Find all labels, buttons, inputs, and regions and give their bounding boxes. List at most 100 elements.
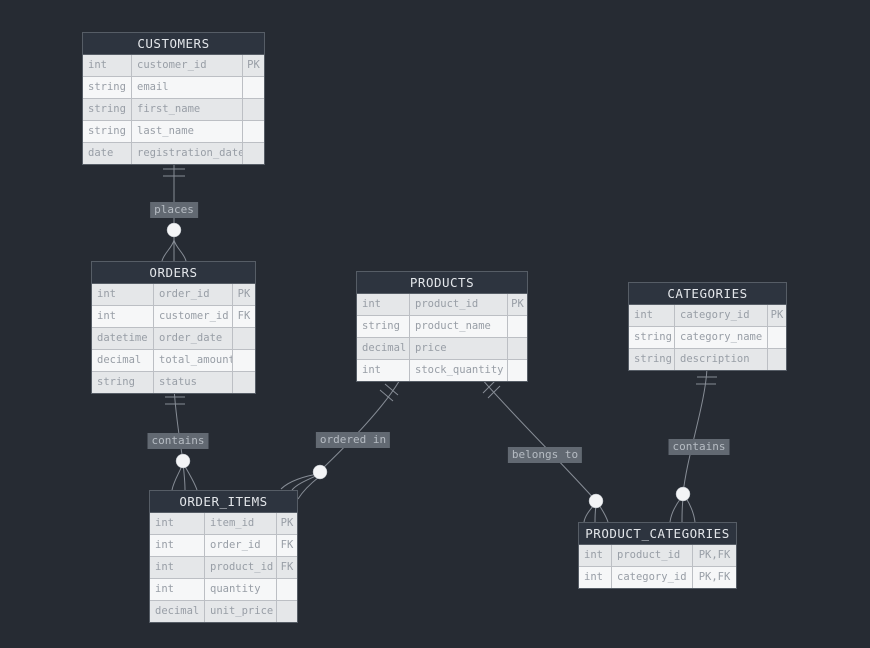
table-title[interactable]: CUSTOMERS [83,33,264,55]
one-marker-icon [696,376,717,385]
column-type-cell: string [634,331,672,343]
column-name-cell: last_name [131,121,242,142]
key-badge-cell [232,328,255,349]
column-name-cell: product_id [409,294,507,315]
column-type-cell: string [97,376,135,388]
column-type-cell: int [584,549,603,561]
table-orders[interactable]: ORDERS int order_id PK int customer_id F… [91,261,256,394]
table-row: string last_name [83,120,264,142]
column-type-cell: int [362,298,381,310]
relationship-label-contains-categories: contains [668,439,730,455]
column-name-cell: category_name [674,327,767,348]
table-title[interactable]: PRODUCT_CATEGORIES [579,523,736,545]
one-marker-icon [379,383,399,402]
table-row: string product_name [357,315,527,337]
table-row: int product_id PK,FK [579,545,736,566]
relationship-line [682,366,708,495]
table-row: string email [83,76,264,98]
column-type-cell: int [97,310,116,322]
one-marker-icon [482,380,501,399]
connector-orders-order-items [165,387,198,491]
column-type-cell: int [584,571,603,583]
column-name-cell: order_id [204,535,276,556]
relationship-label-ordered-in: ordered in [315,432,391,448]
column-name-cell: product_id [204,557,276,578]
key-badge-cell [232,372,255,393]
column-type-cell: int [88,59,107,71]
key-badge-cell: FK [276,535,297,556]
key-badge-cell [507,360,527,381]
table-title[interactable]: ORDER_ITEMS [150,491,297,513]
table-customers[interactable]: CUSTOMERS int customer_id PK string emai… [82,32,265,165]
relationship-label-contains-orders: contains [147,433,209,449]
table-row: int product_id FK [150,556,297,578]
table-products[interactable]: PRODUCTS int product_id PK string produc… [356,271,528,382]
table-row: string category_name [629,326,786,348]
key-badge-cell: FK [276,557,297,578]
table-row: int category_id PK [629,305,786,326]
table-product-categories[interactable]: PRODUCT_CATEGORIES int product_id PK,FK … [578,522,737,589]
table-title[interactable]: PRODUCTS [357,272,527,294]
column-name-cell: unit_price [204,601,276,622]
table-title[interactable]: ORDERS [92,262,255,284]
table-row: int item_id PK [150,513,297,534]
table-row: int product_id PK [357,294,527,315]
key-badge-cell [276,601,297,622]
column-type-cell: string [634,353,672,365]
one-marker-icon [163,168,185,177]
column-name-cell: price [409,338,507,359]
column-type-cell: int [362,364,381,376]
column-name-cell: category_id [674,305,767,326]
column-name-cell: product_id [611,545,692,566]
relationship-line [173,387,184,462]
column-name-cell: order_id [153,284,232,305]
column-type-cell: date [88,147,114,159]
column-type-cell: int [155,561,174,573]
table-categories[interactable]: CATEGORIES int category_id PK string cat… [628,282,787,371]
table-row: date registration_date [83,142,264,164]
connector-categories-product-categories [669,366,717,523]
column-type-cell: decimal [362,342,407,354]
junction-dot [675,486,691,502]
key-badge-cell [507,338,527,359]
column-name-cell: registration_date [131,143,242,164]
table-order-items[interactable]: ORDER_ITEMS int item_id PK int order_id … [149,490,298,623]
key-badge-cell: PK [232,284,255,305]
key-badge-cell [242,121,264,142]
key-badge-cell: PK [276,513,297,534]
key-badge-cell: PK,FK [692,545,736,566]
table-row: decimal unit_price [150,600,297,622]
key-badge-cell: PK [507,294,527,315]
relationship-label-belongs-to: belongs to [507,447,583,463]
table-row: decimal total_amount [92,349,255,371]
junction-dot [588,493,604,509]
column-type-cell: int [155,539,174,551]
table-row: int order_id FK [150,534,297,556]
key-badge-cell [767,349,786,370]
table-row: int customer_id FK [92,305,255,327]
relationship-line [480,377,597,502]
table-row: int stock_quantity [357,359,527,381]
column-type-cell: string [362,320,400,332]
column-type-cell: int [155,583,174,595]
key-badge-cell: PK,FK [692,567,736,588]
column-type-cell: string [88,81,126,93]
connector-products-order-items [280,377,402,500]
table-row: decimal price [357,337,527,359]
connector-products-product-categories [480,377,609,523]
table-row: string first_name [83,98,264,120]
key-badge-cell [232,350,255,371]
column-name-cell: customer_id [131,55,242,76]
table-row: string status [92,371,255,393]
column-name-cell: description [674,349,767,370]
key-badge-cell [242,143,264,164]
key-badge-cell [507,316,527,337]
table-title[interactable]: CATEGORIES [629,283,786,305]
column-name-cell: product_name [409,316,507,337]
column-name-cell: first_name [131,99,242,120]
column-name-cell: customer_id [153,306,232,327]
table-row: string description [629,348,786,370]
key-badge-cell [767,327,786,348]
key-badge-cell [242,77,264,98]
